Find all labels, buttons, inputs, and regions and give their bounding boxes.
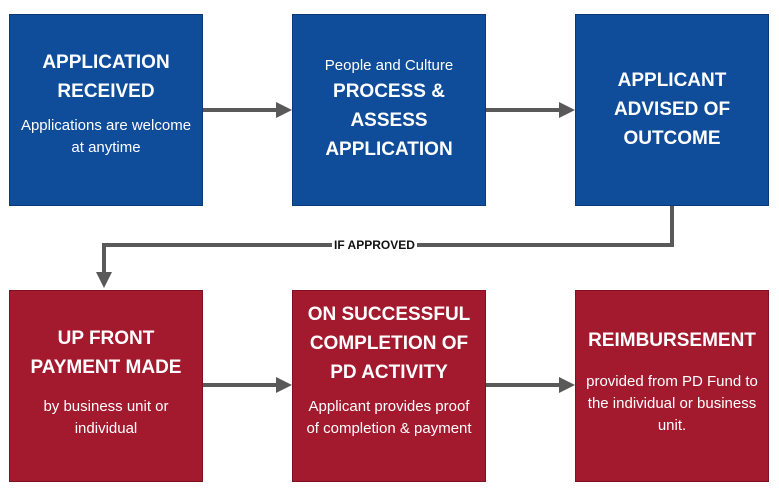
step-title: APPLICATION RECEIVED xyxy=(42,52,170,102)
if-approved-label: IF APPROVED xyxy=(332,238,417,252)
step-body: Applications are welcome at anytime xyxy=(20,117,192,156)
step-applicant-advised: APPLICANT ADVISED OF OUTCOME xyxy=(575,14,769,206)
step-title: PROCESS & ASSESS APPLICATION xyxy=(325,81,453,160)
step-title: APPLICANT ADVISED OF OUTCOME xyxy=(613,70,731,149)
step-successful-completion: ON SUCCESSFUL COMPLETION OF PD ACTIVITY … xyxy=(292,290,486,482)
step-reimbursement: REIMBURSEMENT provided from PD Fund to t… xyxy=(575,290,769,482)
step-title: REIMBURSEMENT xyxy=(588,330,756,351)
step-body: provided from PD Fund to the individual … xyxy=(586,373,758,434)
step-pretitle: People and Culture xyxy=(324,57,454,74)
step-application-received: APPLICATION RECEIVED Applications are we… xyxy=(9,14,203,206)
step-title: UP FRONT PAYMENT MADE xyxy=(30,328,182,378)
step-title: ON SUCCESSFUL COMPLETION OF PD ACTIVITY xyxy=(307,304,471,383)
step-upfront-payment: UP FRONT PAYMENT MADE by business unit o… xyxy=(9,290,203,482)
step-body: Applicant provides proof of completion &… xyxy=(306,398,472,437)
step-body: by business unit or individual xyxy=(43,398,169,437)
step-process-assess: People and Culture PROCESS & ASSESS APPL… xyxy=(292,14,486,206)
